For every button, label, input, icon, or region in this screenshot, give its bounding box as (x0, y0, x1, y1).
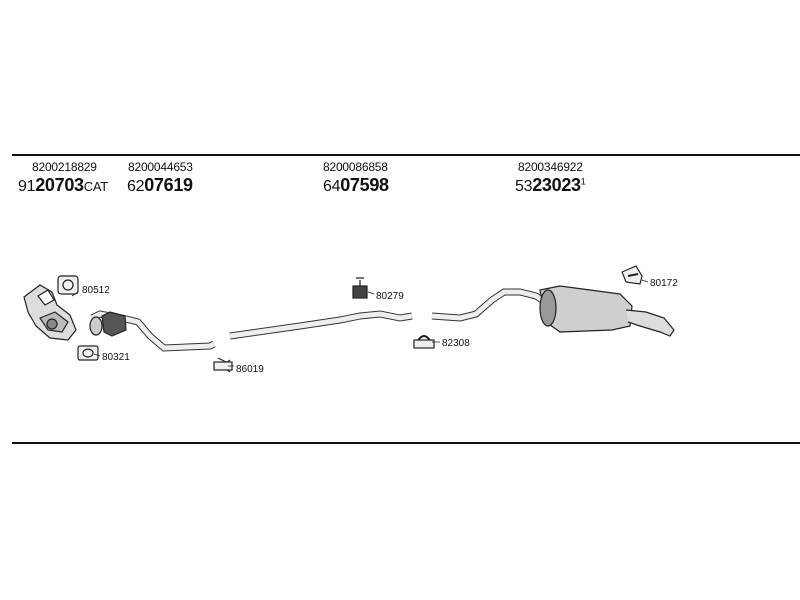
part-code: 6407598 (323, 175, 389, 195)
hanger-icon (621, 265, 643, 285)
accessory-ref: 80512 (82, 285, 110, 296)
accessory-ref: 82308 (442, 338, 470, 349)
middle-pipe (229, 310, 413, 340)
catalytic-converter (23, 284, 77, 341)
accessory-ref: 80321 (102, 352, 130, 363)
oem-number: 8200044653 (128, 160, 193, 174)
accessory-ref: 86019 (236, 364, 264, 375)
gasket-icon (57, 275, 79, 295)
top-rule (12, 154, 800, 156)
front-pipe (89, 310, 216, 352)
accessory-ref: 80172 (650, 278, 678, 289)
oem-number: 8200346922 (518, 160, 583, 174)
oem-number: 8200086858 (323, 160, 388, 174)
part-code: 6207619 (127, 175, 193, 195)
part-code: 9120703CAT (18, 175, 108, 195)
bottom-rule (12, 442, 800, 444)
rear-silencer (431, 285, 675, 337)
oem-number: 8200218829 (32, 160, 97, 174)
part-code: 53230231 (515, 175, 586, 195)
gasket-icon (77, 345, 99, 361)
hanger-icon (352, 277, 368, 299)
clamp-icon (213, 357, 233, 373)
clamp-icon (413, 335, 435, 349)
accessory-ref: 80279 (376, 291, 404, 302)
